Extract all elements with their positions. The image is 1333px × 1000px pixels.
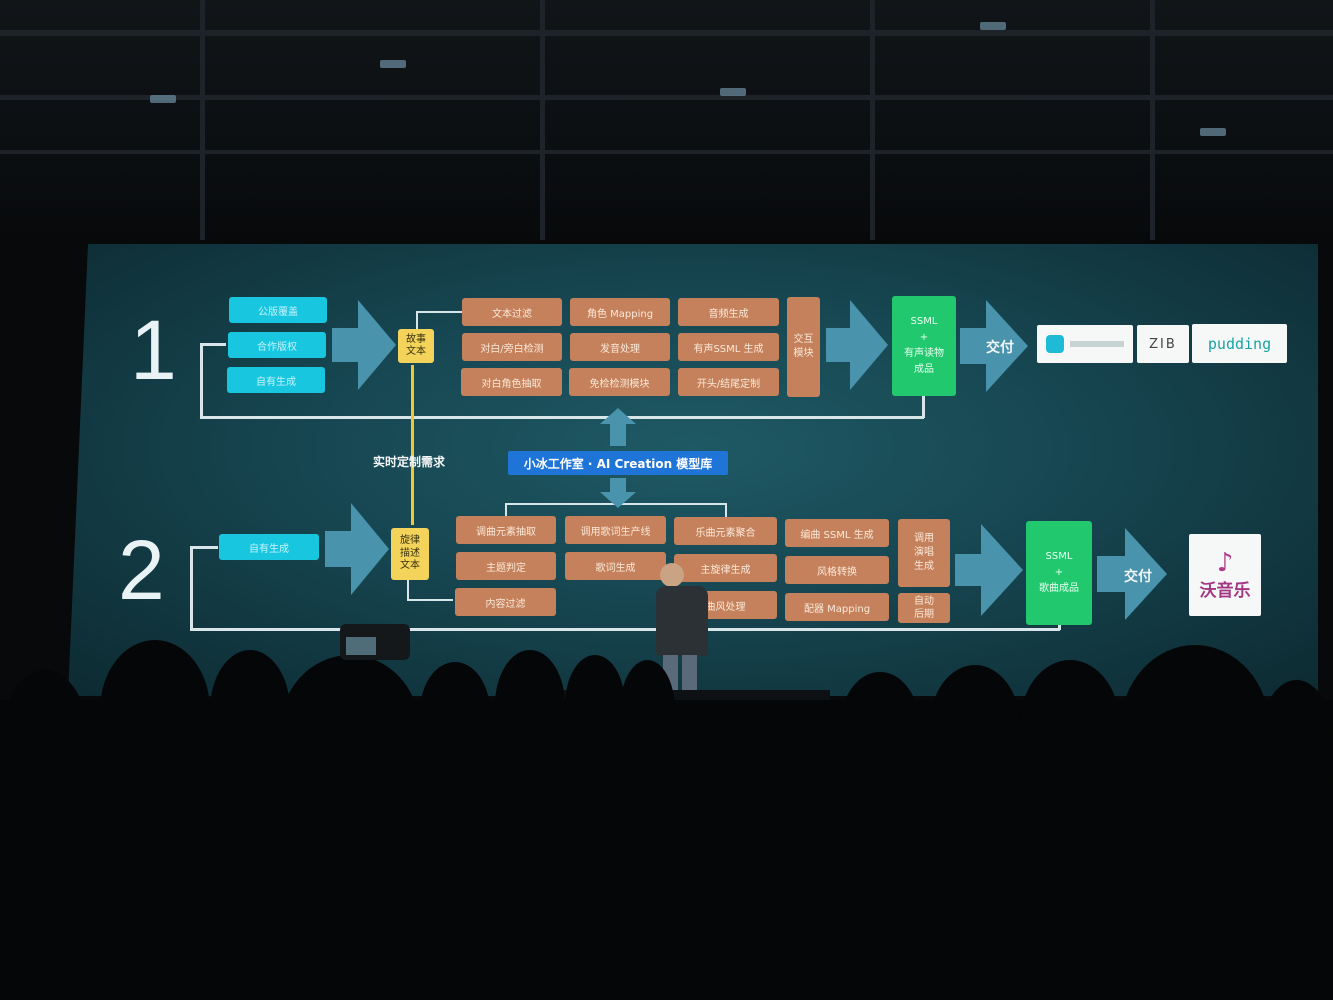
row1-source-licensed: 合作版权 [228,332,326,358]
chevron-right-icon [955,524,1023,616]
row2-number: 2 [118,523,165,617]
row1-feedback-line [200,343,203,418]
ai-creation-hub: 小冰工作室 · AI Creation 模型库 [508,451,728,475]
module-role-extract: 对白角色抽取 [461,368,562,396]
presenter-body [656,586,708,656]
realtime-label: 实时定制需求 [373,455,446,469]
chevron-right-icon [826,300,888,390]
module-style-transfer: 风格转换 [785,556,889,584]
module-pronunciation: 发音处理 [570,333,670,361]
melody-text-box: 旋律 描述 文本 [391,528,429,580]
chevron-right-icon [960,300,1028,392]
realtime-connector [411,365,414,525]
ceiling-truss [0,0,1333,240]
module-vocal-gen: 调用 演唱 生成 [898,519,950,587]
module-check: 免检检测模块 [569,368,670,396]
deliver-label-1: 交付 [986,340,1014,356]
partner-logo-audio-app [1037,325,1133,363]
module-lyrics-line: 调用歌词生产线 [565,516,666,544]
module-music-aggregate: 乐曲元素聚合 [674,517,777,545]
down-arrow-icon [600,478,636,508]
row1-source-self: 自有生成 [227,367,325,393]
row1-number: 1 [130,303,177,397]
audiobook-output: SSML + 有声读物 成品 [892,296,956,396]
module-role-mapping: 角色 Mapping [570,298,670,326]
app-icon [1046,335,1064,353]
music-logo-icon: ♪ [1216,547,1234,578]
module-element-extract: 调曲元素抽取 [456,516,556,544]
module-content-filter: 内容过滤 [455,588,556,616]
chevron-right-icon [1097,528,1167,620]
module-lyrics-gen: 歌词生成 [565,552,666,580]
partner-logo-pudding: pudding [1192,324,1287,363]
module-audio-gen: 音频生成 [678,298,779,326]
story-text-box: 故事 文本 [398,329,434,363]
partner-logo-zib: ZIB [1137,325,1189,363]
interact-module: 交互 模块 [787,297,820,397]
module-dialogue-detect: 对白/旁白检测 [462,333,562,361]
chevron-right-icon [325,503,389,595]
module-text-filter: 文本过滤 [462,298,562,326]
row2-bottom-line [190,628,1060,631]
module-arrange-ssml: 编曲 SSML 生成 [785,519,889,547]
row1-bottom-line [200,416,924,419]
module-intro-outro: 开头/结尾定制 [678,368,779,396]
song-output: SSML + 歌曲成品 [1026,521,1092,625]
module-auto-post: 自动 后期 [898,593,950,623]
module-theme: 主题判定 [456,552,556,580]
module-ssml-gen: 有声SSML 生成 [678,333,779,361]
chevron-right-icon [332,300,396,390]
row1-source-public: 公版覆盖 [229,297,327,323]
presenter-head [660,563,684,587]
module-instrument-mapping: 配器 Mapping [785,593,889,621]
module-melody-gen: 主旋律生成 [674,554,777,582]
deliver-label-2: 交付 [1124,569,1152,585]
up-arrow-icon [600,408,636,446]
row2-source-self: 自有生成 [219,534,319,560]
row2-feedback-line [190,546,193,630]
partner-logo-wo-music: ♪ 沃音乐 [1189,534,1261,616]
